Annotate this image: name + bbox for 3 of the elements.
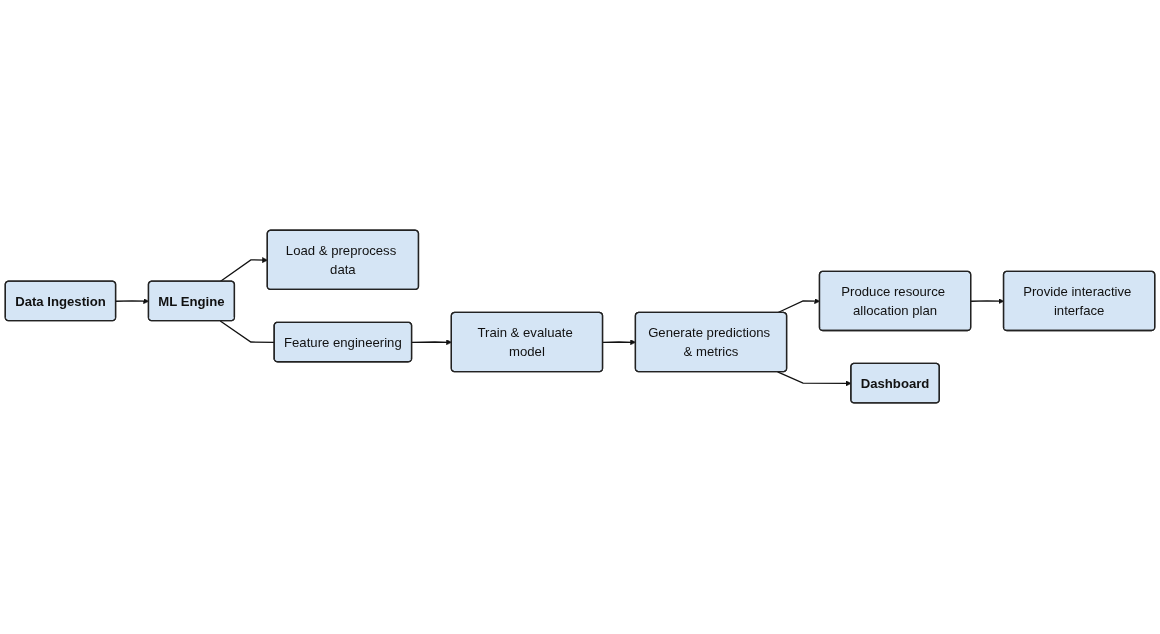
arrow bbox=[602, 339, 636, 346]
arrow bbox=[219, 257, 268, 283]
arrow bbox=[411, 339, 452, 346]
